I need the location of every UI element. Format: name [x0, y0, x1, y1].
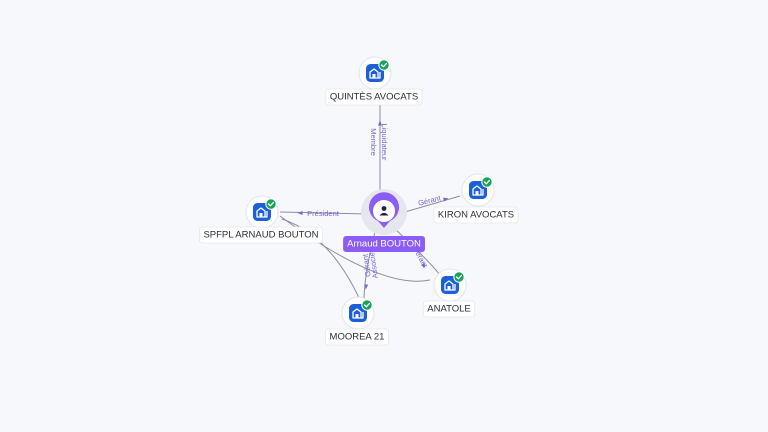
- arrow-icon: [364, 284, 369, 290]
- node-label: ANATOLE: [427, 304, 470, 315]
- edge-label: Gérant: [417, 193, 442, 208]
- building-icon: [441, 276, 459, 294]
- edge-label: Membre: [369, 128, 378, 156]
- person-icon: [369, 192, 400, 228]
- verified-check-icon: [378, 59, 390, 71]
- arrow-icon: [378, 120, 382, 126]
- node-label: KIRON AVOCATS: [438, 210, 514, 221]
- building-icon: [349, 304, 367, 322]
- verified-check-icon: [265, 198, 277, 210]
- node-moorea[interactable]: MOOREA 21: [325, 296, 389, 346]
- center-node-person[interactable]: Arnaud BOUTON: [343, 189, 426, 252]
- verified-check-icon: [361, 299, 373, 311]
- building-icon: [366, 64, 384, 82]
- verified-check-icon: [481, 176, 493, 188]
- edge-label: Président: [307, 209, 340, 218]
- center-label: Arnaud BOUTON: [347, 239, 421, 250]
- center-label-background: [343, 236, 426, 252]
- building-icon: [469, 181, 487, 199]
- node-label: SPFPL ARNAUD BOUTON: [203, 230, 318, 241]
- arrow-icon: [297, 211, 303, 215]
- node-kiron[interactable]: KIRON AVOCATS: [433, 173, 519, 224]
- edge-sppfl: Président: [279, 209, 369, 218]
- building-icon: [253, 203, 271, 221]
- node-label-background: [199, 226, 324, 244]
- node-label-background: [325, 88, 423, 106]
- node-quintes[interactable]: QUINTÈS AVOCATS: [325, 56, 423, 106]
- node-label-background: [325, 328, 389, 346]
- edge-label: Liquidateur: [380, 123, 389, 161]
- edge-label: Gérant: [360, 252, 372, 277]
- node-label-background: [422, 300, 476, 318]
- edge-line: [393, 227, 441, 276]
- node-sppfl[interactable]: SPFPL ARNAUD BOUTON: [199, 195, 324, 244]
- edge-line: [279, 211, 369, 215]
- node-label: MOOREA 21: [330, 332, 385, 343]
- arrow-icon: [420, 262, 426, 269]
- edge-line: [363, 227, 377, 299]
- node-label: QUINTÈS AVOCATS: [330, 92, 418, 103]
- arrow-icon: [443, 197, 449, 202]
- node-anatole[interactable]: ANATOLE: [422, 268, 476, 318]
- cross-edge: [281, 218, 361, 301]
- edge-line: [397, 195, 461, 215]
- edge-label: Associé: [367, 252, 380, 279]
- node-label-background: [433, 206, 519, 224]
- verified-check-icon: [453, 271, 465, 283]
